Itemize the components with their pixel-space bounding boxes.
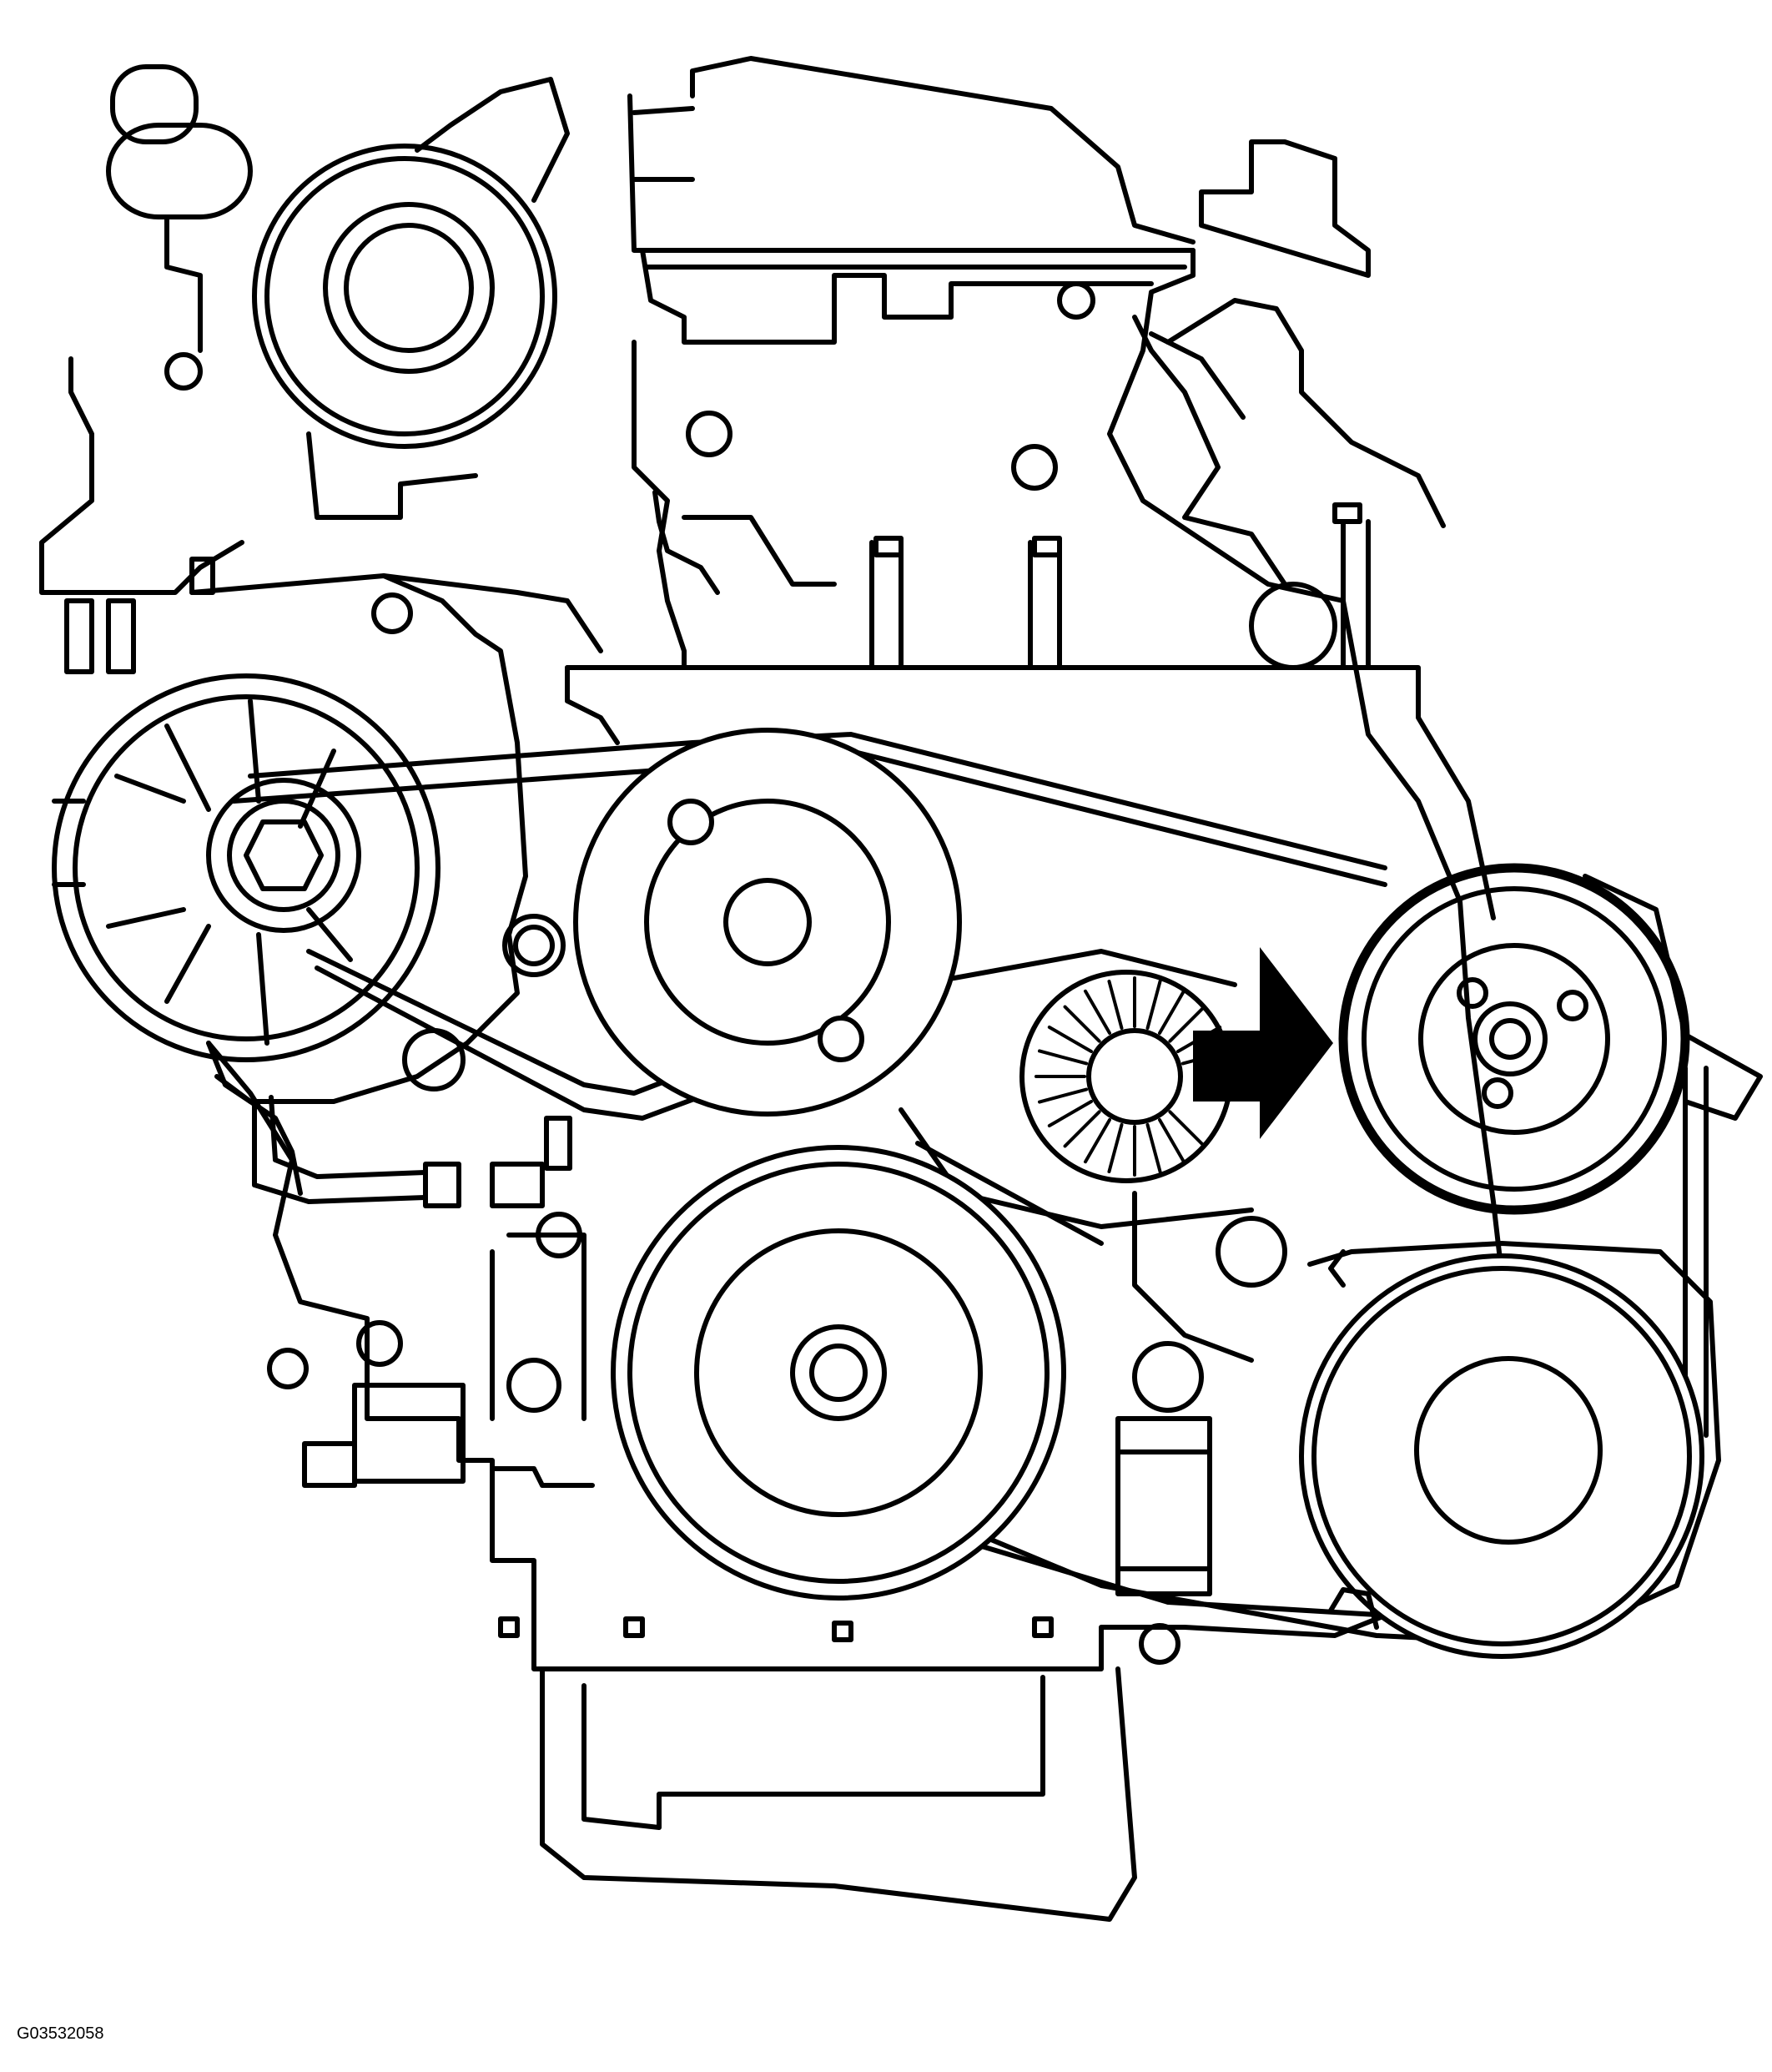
idler-pulley-upper	[573, 728, 962, 1117]
alternator-bolt	[502, 914, 566, 977]
tensioner-rib	[1158, 989, 1186, 1036]
tensioner-rib	[1145, 980, 1162, 1031]
coolant-outlet	[652, 490, 837, 595]
power-steering-reservoir	[106, 64, 253, 391]
water-pump-pulley	[1338, 863, 1763, 1215]
pump-bracket	[39, 356, 244, 674]
alternator-bolt-inner	[513, 925, 555, 966]
tensioner-rib	[1063, 1005, 1101, 1043]
tensioner-rib	[1168, 1005, 1206, 1043]
tensioner-rib	[1168, 1110, 1206, 1148]
tensioner-rib	[1063, 1110, 1101, 1148]
tensioner-rib	[1047, 1100, 1094, 1127]
tensioner-rib	[1084, 989, 1111, 1036]
egr-valve	[1149, 139, 1446, 528]
tensioner-rib	[1107, 1122, 1124, 1173]
arrow-right-icon	[1193, 947, 1333, 1139]
tensioner-rib	[1145, 1122, 1162, 1173]
tensioner-rib	[1107, 980, 1124, 1031]
tensioner-rib	[1038, 1087, 1089, 1104]
power-steering-pump-pulley	[252, 77, 570, 520]
crankshaft-pulley	[611, 1145, 1066, 1601]
block-bolts	[267, 281, 1371, 1665]
tensioner-rib	[1038, 1049, 1089, 1066]
tensioner-rib	[1047, 1026, 1094, 1053]
ac-compressor-pulley	[1299, 1241, 1721, 1659]
alternator	[52, 573, 603, 1104]
tensioner-rib	[1158, 1117, 1186, 1164]
tensioner-rib	[1084, 1117, 1111, 1164]
figure-id-label: G03532058	[17, 2024, 104, 2043]
sensors	[252, 1095, 1212, 1596]
